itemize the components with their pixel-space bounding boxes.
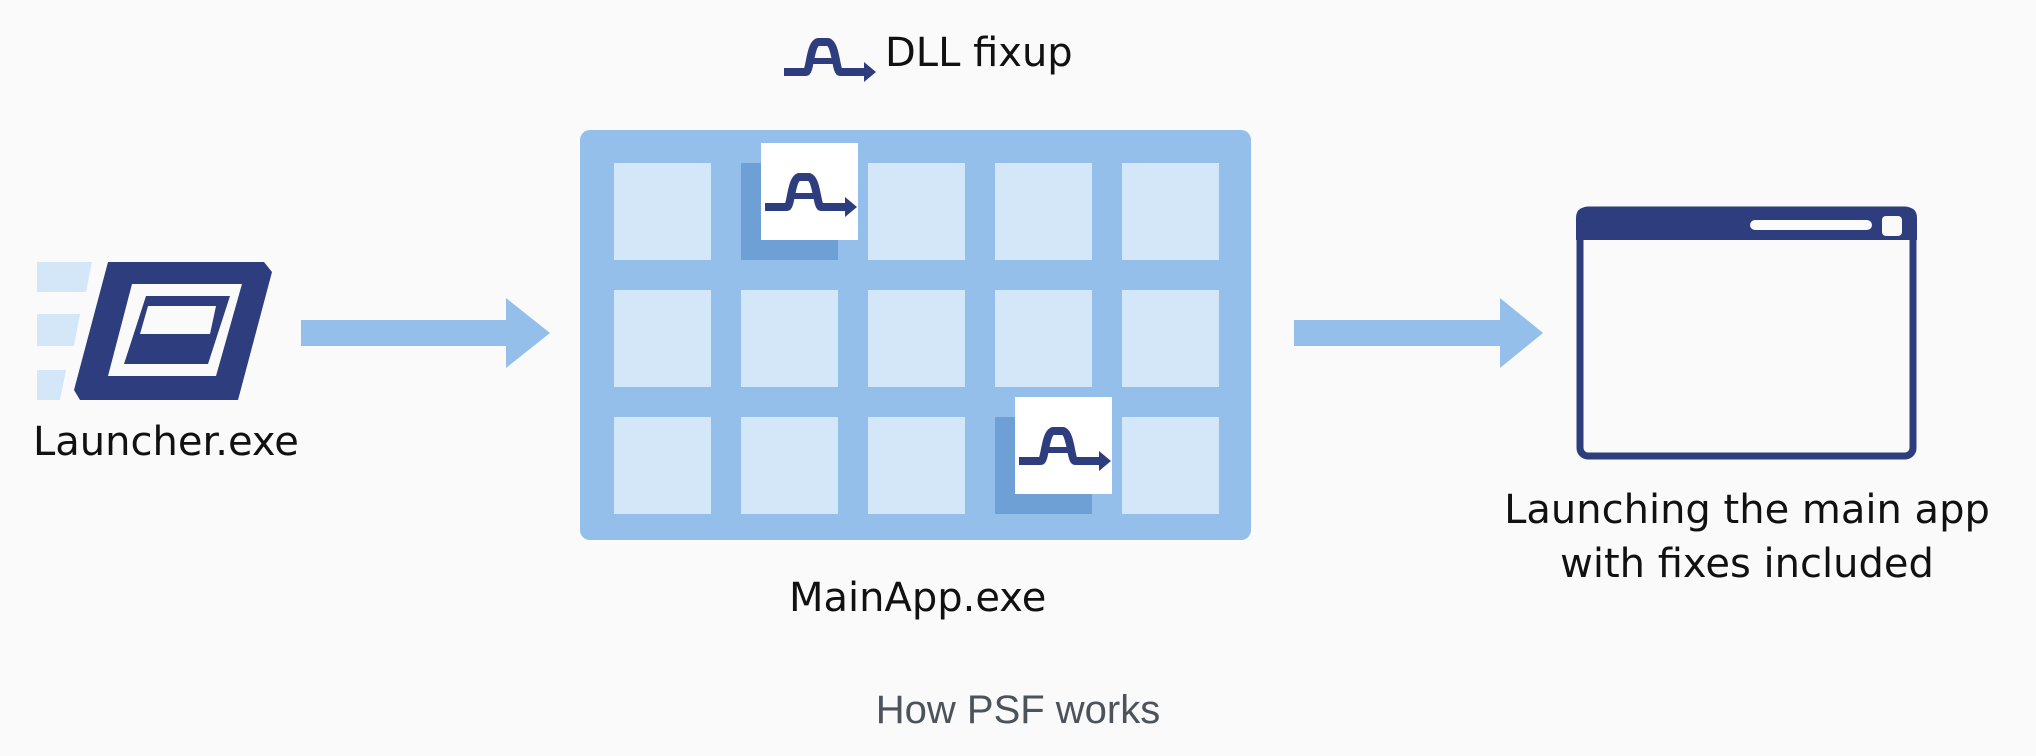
grid-cell — [1122, 290, 1219, 387]
grid-cell — [614, 163, 711, 260]
grid-cell — [1122, 417, 1219, 514]
dll-fixup-label: DLL fixup — [885, 30, 1073, 76]
result-label-line2: with fixes included — [1560, 541, 1934, 587]
grid-cell — [995, 290, 1092, 387]
diagram-caption: How PSF works — [875, 688, 1161, 732]
grid-cell — [614, 417, 711, 514]
grid-cell — [741, 417, 838, 514]
fixup-card — [1015, 397, 1112, 494]
launcher-label: Launcher.exe — [33, 419, 299, 465]
grid-cell — [868, 290, 965, 387]
mainapp-label: MainApp.exe — [789, 575, 1047, 621]
arrow-mainapp-to-result — [1294, 298, 1543, 368]
fixup-card — [761, 143, 858, 240]
grid-cell — [614, 290, 711, 387]
arrow-launcher-to-mainapp — [301, 298, 550, 368]
result-label-line1: Launching the main app — [1504, 487, 1990, 533]
dll-fixup-icon — [784, 42, 876, 82]
grid-cell — [1122, 163, 1219, 260]
launcher-icon — [37, 262, 272, 400]
grid-cell — [741, 290, 838, 387]
grid-cell — [995, 163, 1092, 260]
mainapp-grid — [580, 130, 1251, 540]
app-window-icon — [1576, 206, 1917, 460]
grid-cell — [868, 163, 965, 260]
grid-cell — [868, 417, 965, 514]
